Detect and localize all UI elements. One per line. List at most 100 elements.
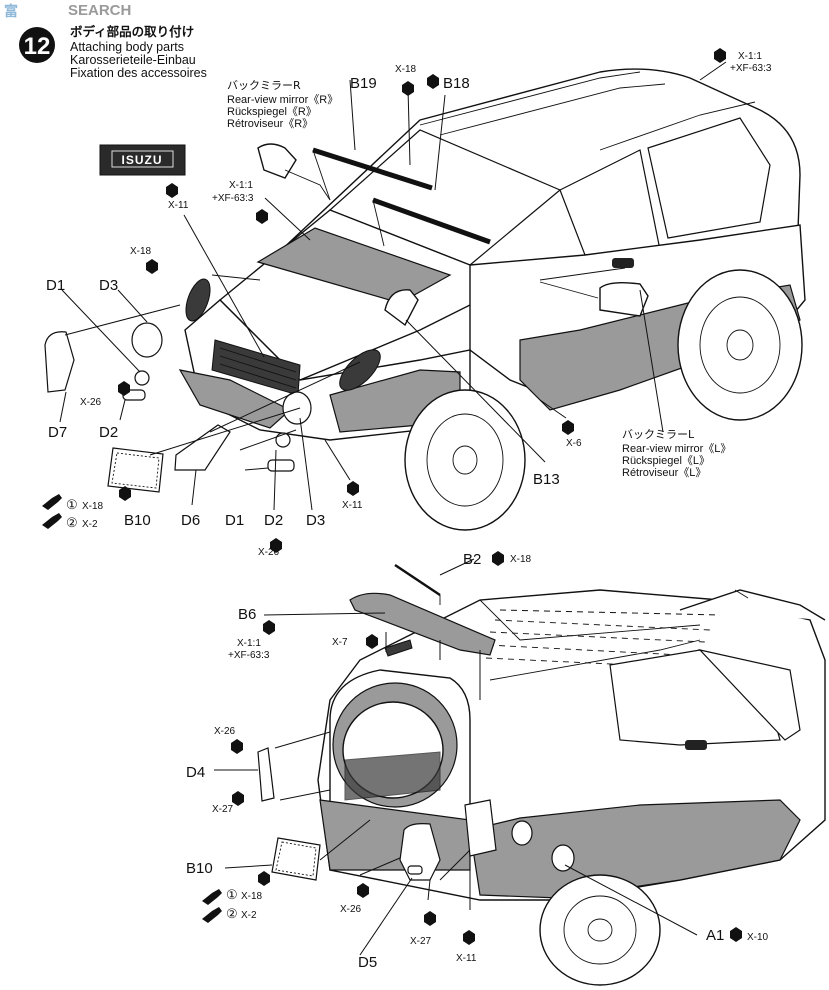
fuel-cap-a1 [551,844,575,872]
step-title-en: Attaching body parts [70,40,184,54]
part-label-d3: D3 [306,512,325,529]
paint-bottle-icon [402,81,414,96]
part-label-b18: B18 [443,75,470,92]
antenna-b2 [394,563,441,605]
paint-code: X-26 [214,726,236,737]
paint-code: X-26 [340,904,362,915]
watermark-text: SEARCH [68,2,131,19]
part-label-d2: D2 [99,424,118,441]
leader-lines-lower [214,558,698,956]
mirror-r-label-en: Rear-view mirror《R》 [227,93,338,106]
paint-code: X-26 [80,397,102,408]
step-number-badge [19,27,55,63]
part-label-d7: D7 [48,424,67,441]
mirror-r-label-de: Rückspiegel《R》 [227,105,317,118]
mirror-r-label-jp: バックミラーR [227,79,301,92]
paint-code: +XF-63:3 [212,193,254,204]
step-two-marker: ② [226,906,238,921]
paint-code: +XF-63:3 [228,650,270,661]
part-label-b10: B10 [124,512,151,529]
hood-panel [256,227,452,304]
paint-code: X-18 [130,246,152,257]
paint-code: X-27 [410,936,432,947]
watermark-logo-icon: 富 [4,3,18,19]
paint-bottle-icon [562,420,574,435]
lamp-d1-left [134,370,150,386]
paint-code: X-18 [241,891,263,902]
paint-bottle-icon [463,930,475,945]
leader-lines-upper [59,61,727,511]
part-label-b19: B19 [350,75,377,92]
lamp-d2-right [267,459,295,472]
step-two-marker: ② [66,515,78,530]
step-one-marker: ① [66,497,78,512]
license-plate-b10-rear [271,837,321,881]
front-vehicle-drawing [178,68,806,531]
paint-code: X-1:1 [738,51,762,62]
step-number: 12 [24,33,51,60]
paint-bottle-icon [232,791,244,806]
paint-bottle-icon [366,634,378,649]
paint-code: X-10 [747,932,769,943]
paint-bottle-icon [258,871,270,886]
lamp-d6 [174,424,231,471]
mirror-r-part [257,143,419,327]
paint-bottle-icon [146,259,158,274]
wiper-b18 [372,197,491,247]
part-label-d3: D3 [99,277,118,294]
paint-bottle-icon [256,209,268,224]
paint-code: X-18 [82,501,104,512]
mirror-l-label-fr: Rétroviseur《L》 [622,466,706,479]
paint-code: X-2 [241,910,257,921]
paint-code: X-2 [82,519,98,530]
mirror-r-label-fr: Rétroviseur《R》 [227,117,313,130]
paint-code: X-11 [456,953,477,964]
part-label-b6: B6 [238,606,256,623]
paint-code: X-11 [342,500,363,511]
paint-code: X-6 [566,438,582,449]
step-one-marker: ① [226,887,238,902]
rear-lamp-parts [257,747,497,881]
paint-bottle-icon [231,739,243,754]
mirror-l-label-de: Rückspiegel《L》 [622,454,710,467]
watermark: 富 SEARCH [4,2,131,19]
step-title-fr: Fixation des accessoires [70,66,207,80]
emblem-text: ISUZU [122,153,163,167]
paint-code: X-18 [395,64,417,75]
paint-bottle-icon [714,48,726,63]
part-label-b2: B2 [463,551,481,568]
reflector-d4 [257,747,275,802]
part-label-d4: D4 [186,764,205,781]
step-title-de: Karosserieteile-Einbau [70,53,196,67]
front-lamp-parts [44,278,381,472]
lamp-d7 [44,331,75,393]
part-label-d1: D1 [225,512,244,529]
part-label-d1: D1 [46,277,65,294]
brush-icon [202,907,222,923]
part-label-a1: A1 [706,927,724,944]
brush-icon [42,494,62,510]
part-label-d6: D6 [181,512,200,529]
paint-code: X-27 [212,804,234,815]
spoiler-b6 [349,592,496,657]
paint-bottle-icon [347,481,359,496]
paint-bottle-icon [427,74,439,89]
paint-bottle-icon [492,551,504,566]
lamp-d3-left [131,322,163,358]
paint-code: X-11 [168,200,189,211]
part-label-d5: D5 [358,954,377,971]
lamp-d1-right [275,432,291,448]
lamp-d3-right [282,391,312,425]
paint-code: +XF-63:3 [730,63,772,74]
paint-code: X-26 [258,547,280,558]
paint-code: X-1:1 [229,180,253,191]
paint-bottle-icon [166,183,178,198]
paint-bottle-icon [424,911,436,926]
part-label-b13: B13 [533,471,560,488]
mirror-l-label-jp: バックミラーL [622,428,695,441]
mirror-l-label-en: Rear-view mirror《L》 [622,442,731,455]
step-title-jp: ボディ部品の取り付け [70,24,194,39]
paint-bottle-icon [357,883,369,898]
rear-vehicle-drawing [317,589,826,986]
